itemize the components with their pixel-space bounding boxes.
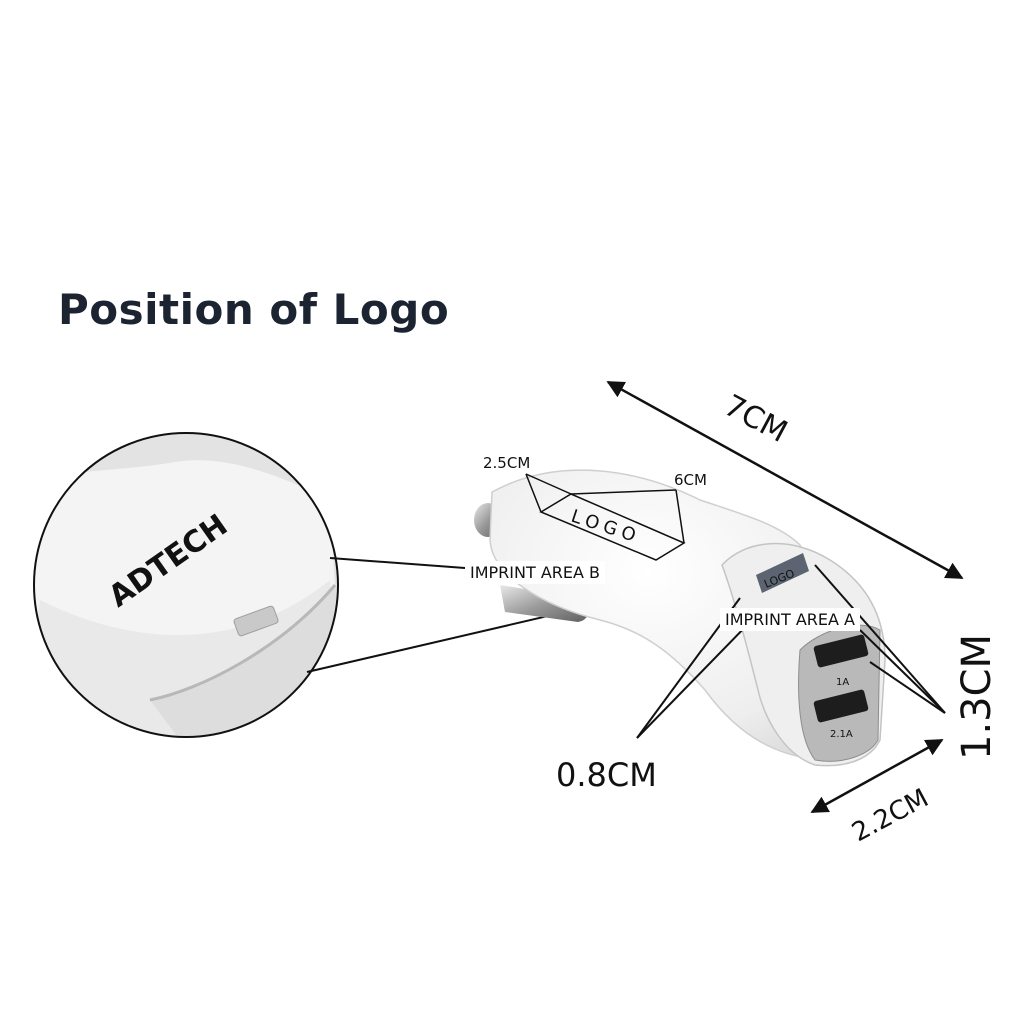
- dim-imprint-b-height: 2.5CM: [483, 454, 530, 472]
- dim-width-arrow: [810, 738, 944, 814]
- dim-length-label: 7CM: [718, 388, 793, 450]
- dim-height-leader-3: [869, 661, 946, 714]
- usb-port-1: [813, 634, 869, 668]
- dim-height-label: 1.3CM: [954, 634, 1000, 760]
- page-title: Position of Logo: [58, 285, 450, 334]
- dim-height-leader-1: [814, 564, 946, 714]
- zoom-circle-border: [33, 432, 339, 738]
- dim-a-leader-2: [636, 619, 753, 739]
- imprint-area-b-tag: IMPRINT AREA B: [465, 561, 606, 584]
- dim-length-arrow: [606, 380, 964, 580]
- zoom-cap-detail: [233, 605, 279, 637]
- zoom-cap-edge: [149, 584, 337, 702]
- dim-b-leader-1: [525, 473, 542, 513]
- dim-b-leader-2: [525, 473, 572, 495]
- zoom-detail: ADTECH: [33, 432, 339, 738]
- dim-height-leader-2: [859, 629, 946, 714]
- charger-spring-contact: [500, 585, 589, 622]
- imprint-area-a-tag: IMPRINT AREA A: [720, 608, 860, 631]
- usb-port-2-label: 2.1A: [830, 729, 853, 740]
- usb-port-2: [813, 689, 869, 723]
- dim-imprint-b-width: 6CM: [674, 471, 707, 489]
- dim-width-label: 2.2CM: [847, 783, 933, 848]
- usb-port-1-label: 1A: [836, 677, 849, 688]
- dim-imprint-a-height: 0.8CM: [556, 756, 657, 794]
- callout-line-upper: [329, 557, 466, 569]
